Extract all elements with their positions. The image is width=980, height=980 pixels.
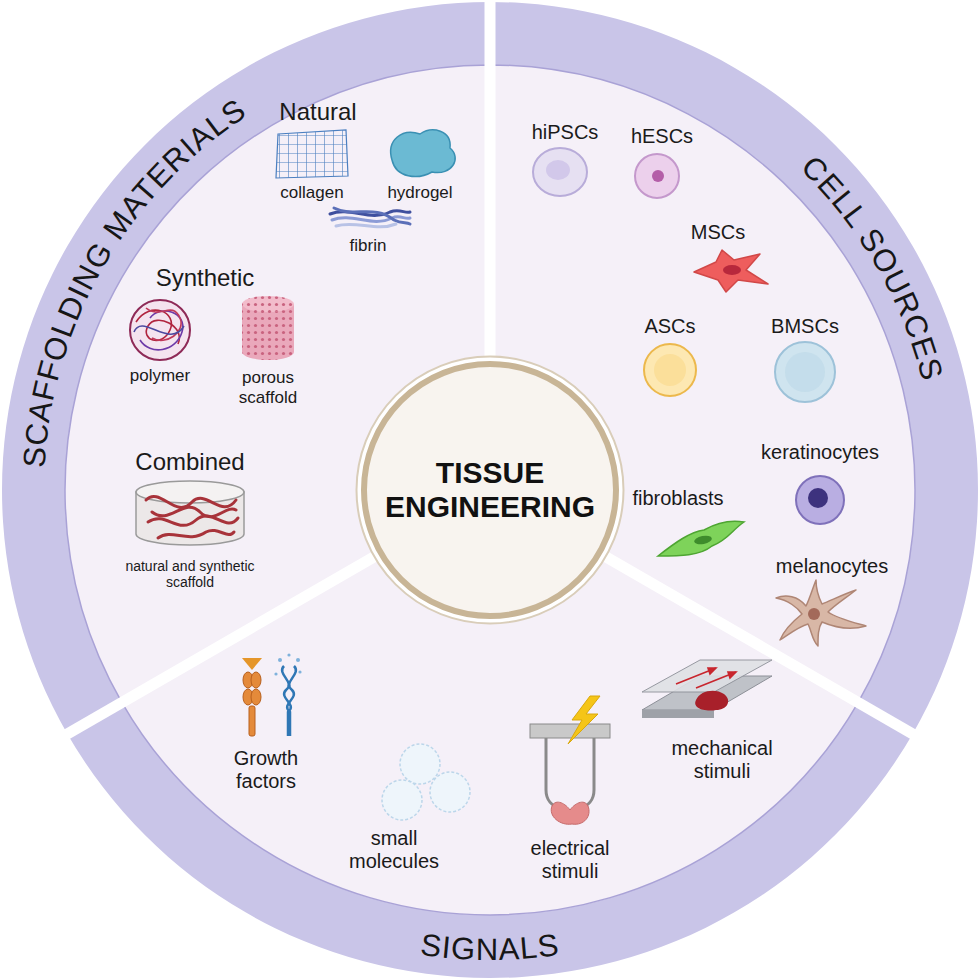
keratinocyte-cell xyxy=(796,476,844,524)
hipsc-cell xyxy=(533,148,587,196)
asc-cell xyxy=(644,344,696,396)
item-label: fibroblasts xyxy=(632,487,723,510)
item-label: keratinocytes xyxy=(761,441,879,464)
polymer-ball xyxy=(130,300,190,360)
item-label: fibrin xyxy=(350,236,387,256)
fibroblast-cell xyxy=(658,521,744,556)
sector-ring xyxy=(490,2,978,734)
item-label: ASCs xyxy=(644,315,695,338)
growth-factor-receptors xyxy=(242,653,302,736)
sector-heading: SIGNALS xyxy=(419,927,562,967)
item-label: small molecules xyxy=(342,827,446,873)
collagen-mesh xyxy=(276,130,348,178)
sector-heading: CELL SOURCES xyxy=(794,149,950,385)
item-label: mechanical stimuli xyxy=(660,737,784,783)
small-molecule-spheres xyxy=(382,744,470,820)
fibrin-fibres xyxy=(330,208,410,227)
combined-cylinder xyxy=(136,481,244,545)
porous-cylinder xyxy=(242,296,294,360)
item-label: MSCs xyxy=(691,221,745,244)
centre-circle: TISSUE ENGINEERING xyxy=(355,355,625,625)
hydrogel-blob xyxy=(391,130,455,176)
hesc-cell xyxy=(635,154,679,198)
item-label: natural and synthetic scaffold xyxy=(110,558,270,590)
item-label: melanocytes xyxy=(776,555,888,578)
msc-cell xyxy=(694,250,768,292)
item-label: electrical stimuli xyxy=(514,837,626,883)
bmsc-cell xyxy=(775,342,835,402)
centre-title: TISSUE ENGINEERING xyxy=(384,456,596,525)
item-label: Synthetic xyxy=(156,264,255,292)
sector-gaps xyxy=(43,0,937,748)
item-label: Growth factors xyxy=(220,747,312,793)
item-label: hESCs xyxy=(631,125,693,148)
item-label: hiPSCs xyxy=(532,121,599,144)
sector-ring xyxy=(2,2,490,734)
item-label: porous scaffold xyxy=(222,368,314,407)
item-label: BMSCs xyxy=(771,315,839,338)
item-label: Natural xyxy=(279,98,356,126)
mechanical-stimulus-slides xyxy=(642,660,772,718)
sector-ring xyxy=(67,703,912,978)
item-label: hydrogel xyxy=(387,183,452,203)
item-label: collagen xyxy=(280,183,343,203)
item-label: Combined xyxy=(135,448,244,476)
sector-heading: SCAFFOLDING MATERIALS xyxy=(16,92,252,469)
item-label: polymer xyxy=(130,366,190,386)
electrical-stimulus-setup xyxy=(530,696,610,824)
melanocyte-cell xyxy=(776,580,866,646)
